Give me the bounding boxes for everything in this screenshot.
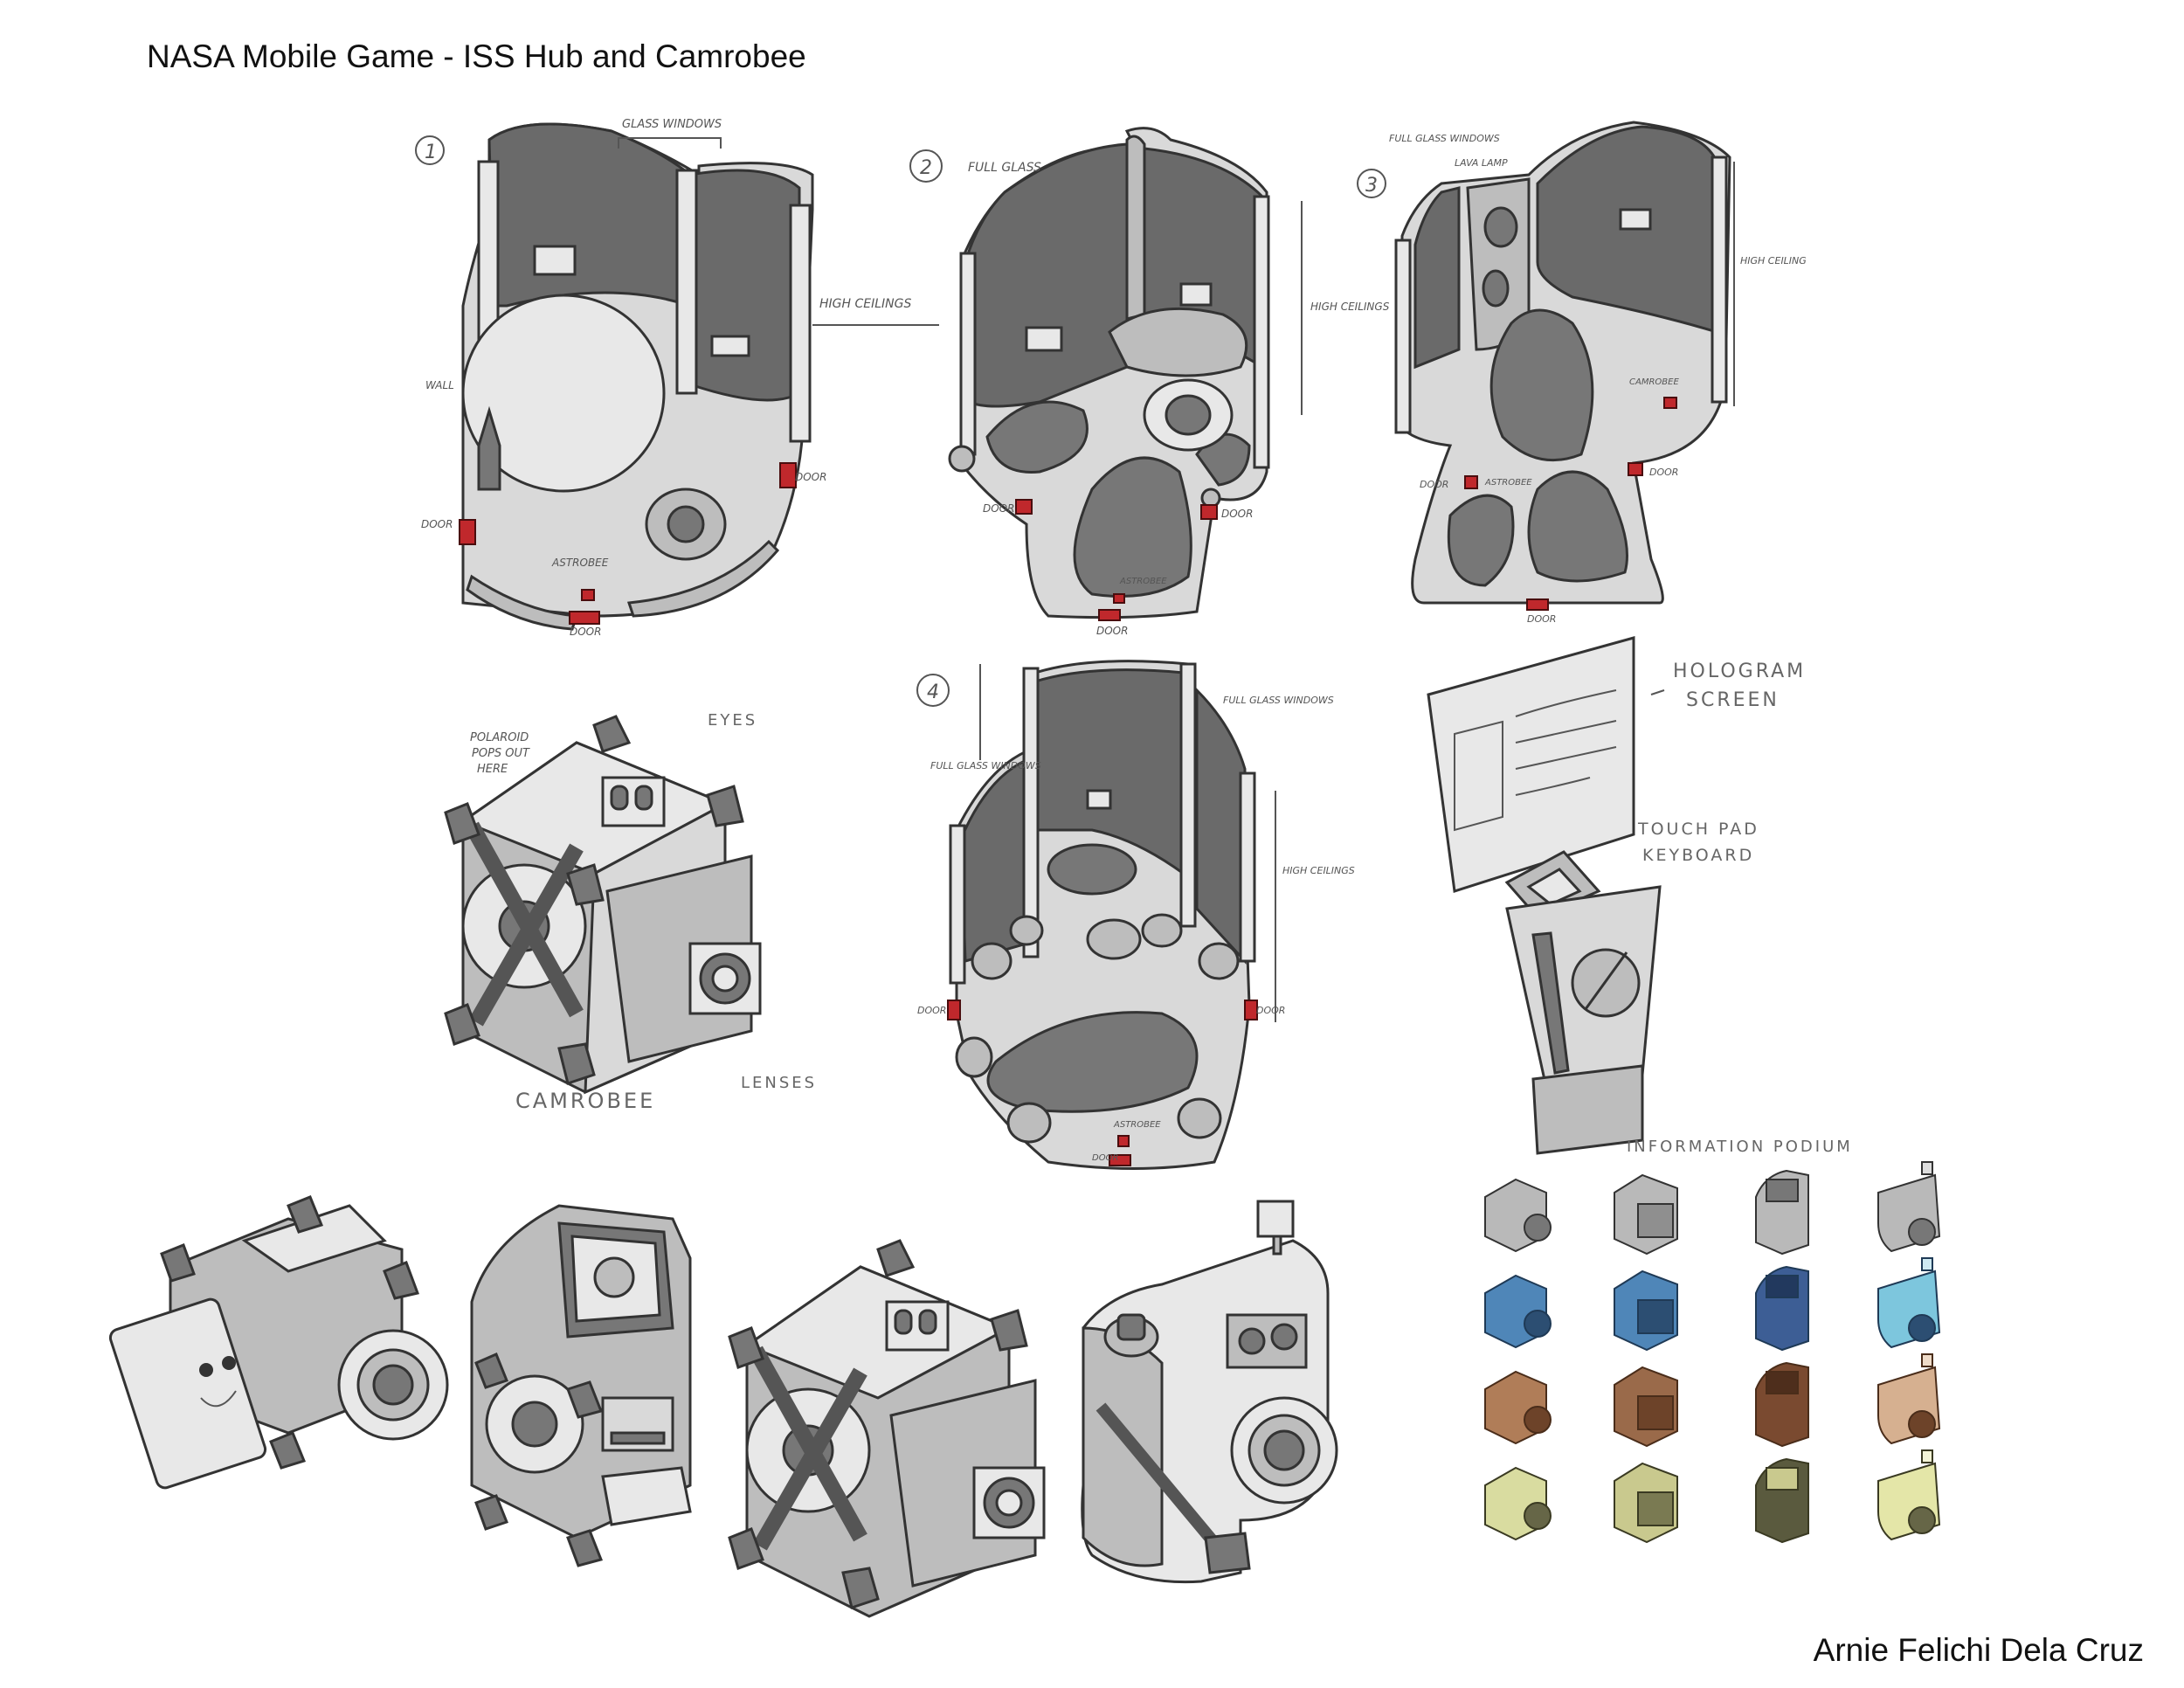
callout-hologram-1: HOLOGRAM — [1673, 661, 1806, 682]
label-camrobee: CAMROBEE — [1629, 377, 1679, 387]
label-glass-windows: GLASS WINDOWS — [622, 118, 722, 131]
concept-number-circle — [415, 135, 445, 165]
label-door-bottom: DOOR — [570, 626, 601, 638]
concept-number-circle — [916, 674, 950, 707]
concept-number: 1 — [425, 142, 437, 163]
concept-number: 4 — [927, 681, 939, 703]
concept-number-circle — [909, 149, 943, 183]
callout-hologram-2: SCREEN — [1686, 689, 1780, 711]
label-full-glass-windows: FULL GLASS WINDOWS — [1389, 133, 1500, 144]
label-door-right: DOOR — [1649, 467, 1678, 478]
variant-yellow-a — [1484, 1466, 1552, 1541]
hub-concept-3: 3 FULL GLASS WINDOWS LAVA LAMP HIGH CEIL… — [1357, 121, 1807, 625]
hub-concept-4: 4 FULL GLASS WINDOWS FULL GLASS WINDOWS … — [916, 660, 1355, 1170]
label-door-left: DOOR — [983, 502, 1014, 515]
sheet-title: NASA Mobile Game - ISS Hub and Camrobee — [147, 38, 806, 74]
label-door-right: DOOR — [795, 471, 826, 483]
color-variant-grid — [1484, 1161, 1941, 1544]
concept-number-circle — [1357, 169, 1386, 198]
variant-brown-b — [1614, 1366, 1678, 1448]
artist-credit: Arnie Felichi Dela Cruz — [1813, 1632, 2144, 1668]
label-door-bottom: DOOR — [1092, 1153, 1118, 1163]
callout-podium: INFORMATION PODIUM — [1627, 1138, 1853, 1156]
label-door-left: DOOR — [917, 1005, 946, 1016]
hub-concept-2: 2 FULL GLASS HIGH CEILINGS DOOR DOOR DOO… — [909, 127, 1390, 637]
callout-camrobee-name: CAMROBEE — [515, 1089, 655, 1113]
label-door-right: DOOR — [1256, 1005, 1285, 1016]
label-high-ceilings: HIGH CEILINGS — [819, 297, 911, 311]
information-podium: HOLOGRAM SCREEN TOUCH PAD KEYBOARD INFOR… — [1427, 636, 1853, 1156]
label-lava-lamp: LAVA LAMP — [1455, 157, 1508, 169]
camera-design-d — [1081, 1200, 1338, 1584]
label-astrobee: ASTROBEE — [1113, 1120, 1161, 1130]
variant-blue-b — [1614, 1269, 1678, 1352]
variant-brown-c — [1755, 1361, 1809, 1448]
label-full-glass-windows-left: FULL GLASS WINDOWS — [930, 760, 1041, 771]
label-door-left: DOOR — [421, 518, 453, 530]
label-high-ceilings: HIGH CEILING — [1740, 255, 1807, 266]
callout-eyes: EYES — [708, 711, 757, 730]
camera-design-a — [108, 1195, 449, 1490]
variant-blue-d — [1877, 1257, 1941, 1349]
callout-lenses: LENSES — [741, 1074, 817, 1092]
label-door-bottom: DOOR — [1527, 613, 1556, 625]
variant-grey-d — [1877, 1161, 1941, 1253]
label-high-ceilings: HIGH CEILINGS — [1282, 865, 1355, 876]
camrobee-sketch: POLAROID POPS OUT HERE EYES LENSES CAMRO… — [444, 711, 817, 1113]
variant-grey-a — [1484, 1178, 1552, 1253]
label-wall: WALL — [425, 379, 454, 391]
callout-polaroid-1: POLAROID — [470, 731, 529, 744]
camera-design-c — [728, 1239, 1046, 1618]
hub-concept-1: 1 GLASS WINDOWS HIGH CEILINGS WALL DOOR … — [415, 118, 939, 638]
variant-yellow-c — [1755, 1457, 1809, 1544]
callout-touchpad-1: TOUCH PAD — [1637, 820, 1759, 839]
variant-yellow-b — [1614, 1462, 1678, 1544]
label-high-ceilings: HIGH CEILINGS — [1310, 301, 1390, 313]
variant-brown-d — [1877, 1353, 1941, 1445]
variant-blue-a — [1484, 1274, 1552, 1349]
callout-polaroid-3: HERE — [477, 763, 508, 776]
label-full-glass: FULL GLASS — [968, 161, 1041, 175]
callout-polaroid-2: POPS OUT — [472, 747, 530, 760]
label-door-right: DOOR — [1221, 508, 1253, 520]
label-door-left: DOOR — [1420, 479, 1448, 490]
variant-grey-b — [1614, 1173, 1678, 1256]
callout-touchpad-2: KEYBOARD — [1642, 846, 1754, 865]
camera-design-b — [470, 1204, 692, 1567]
variant-blue-c — [1755, 1265, 1809, 1352]
variant-brown-a — [1484, 1370, 1552, 1445]
variant-grey-c — [1755, 1169, 1809, 1256]
label-astrobee: ASTROBEE — [1119, 577, 1167, 586]
label-full-glass-windows-right: FULL GLASS WINDOWS — [1223, 695, 1334, 706]
concept-number: 2 — [920, 157, 932, 179]
label-astrobee: ASTROBEE — [1484, 478, 1532, 488]
label-door-bottom: DOOR — [1096, 625, 1128, 637]
concept-number: 3 — [1365, 175, 1378, 197]
label-astrobee: ASTROBEE — [551, 557, 609, 569]
variant-yellow-d — [1877, 1449, 1941, 1541]
